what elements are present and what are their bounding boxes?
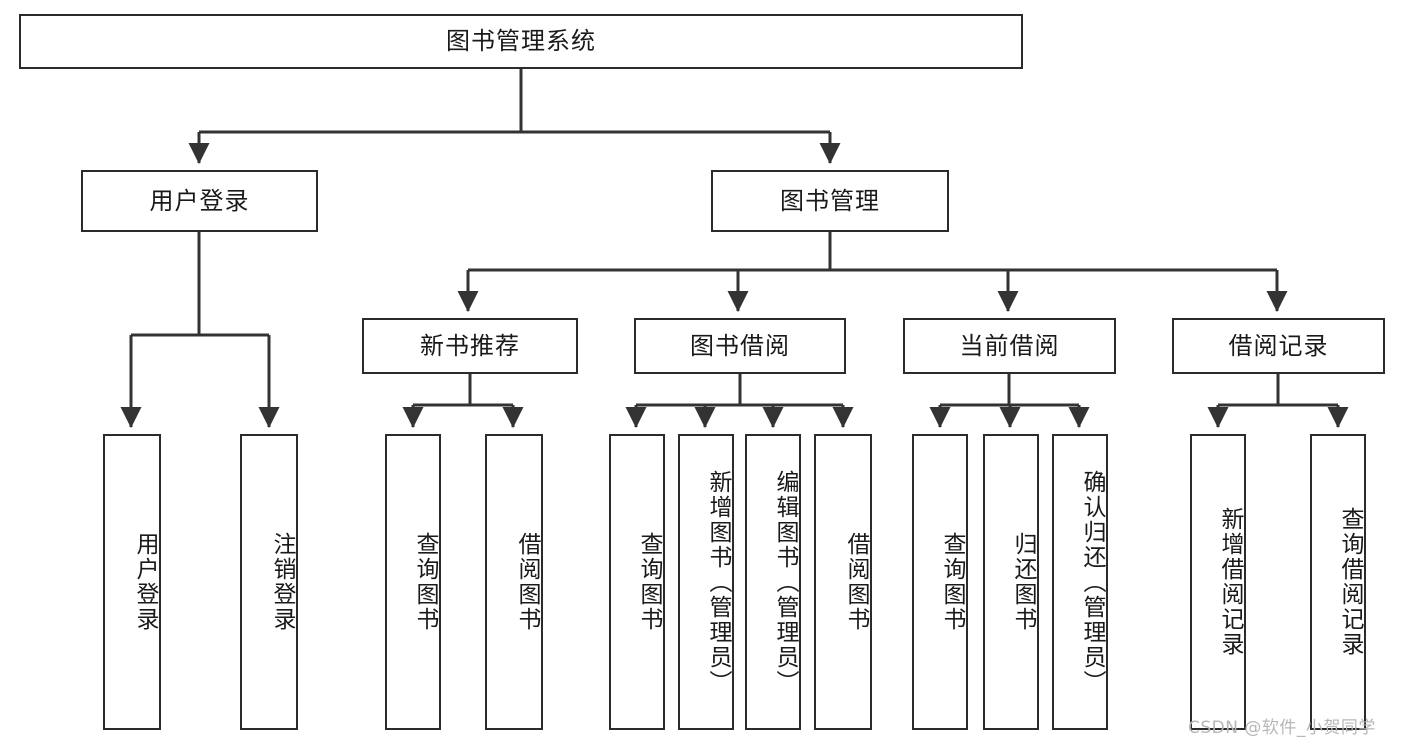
csdn-watermark: CSDN @软件_小贺同学 [1188, 718, 1376, 738]
node-borrow-record[interactable]: 借阅记录 [1172, 318, 1385, 374]
node-leaf-edit-book-label: 编辑图书（管理员） [772, 469, 798, 695]
node-leaf-return-book[interactable]: 归还图书 [983, 434, 1039, 730]
node-borrow-record-label: 借阅记录 [1228, 331, 1329, 360]
node-new-book-recommend-label: 新书推荐 [420, 331, 520, 360]
node-leaf-query-book-1-label: 查询图书 [412, 532, 438, 632]
node-leaf-return-book-label: 归还图书 [1010, 532, 1036, 632]
node-current-borrow-label: 当前借阅 [959, 331, 1060, 360]
node-book-manage-label: 图书管理 [780, 186, 880, 215]
node-user-login[interactable]: 用户登录 [81, 170, 318, 232]
node-leaf-borrow-book-1[interactable]: 借阅图书 [485, 434, 543, 730]
node-leaf-user-logout-label: 注销登录 [269, 532, 295, 632]
node-leaf-borrow-book-1-label: 借阅图书 [514, 532, 540, 632]
node-leaf-add-book[interactable]: 新增图书（管理员） [678, 434, 734, 730]
node-book-borrow-label: 图书借阅 [690, 331, 790, 360]
node-leaf-query-book-2[interactable]: 查询图书 [609, 434, 665, 730]
node-leaf-borrow-book-2-label: 借阅图书 [843, 532, 869, 632]
node-leaf-query-book-3-label: 查询图书 [939, 532, 965, 632]
node-leaf-add-record-label: 新增借阅记录 [1217, 507, 1243, 657]
node-leaf-query-book-3[interactable]: 查询图书 [912, 434, 968, 730]
node-leaf-add-book-label: 新增图书（管理员） [705, 469, 731, 695]
node-leaf-confirm-return[interactable]: 确认归还（管理员） [1052, 434, 1108, 730]
node-leaf-borrow-book-2[interactable]: 借阅图书 [814, 434, 872, 730]
node-leaf-query-book-1[interactable]: 查询图书 [385, 434, 441, 730]
node-user-login-label: 用户登录 [149, 186, 250, 215]
node-leaf-query-record-label: 查询借阅记录 [1337, 507, 1363, 657]
node-leaf-user-login-label: 用户登录 [132, 532, 158, 632]
node-current-borrow[interactable]: 当前借阅 [903, 318, 1116, 374]
node-leaf-query-record[interactable]: 查询借阅记录 [1310, 434, 1366, 730]
node-leaf-user-logout[interactable]: 注销登录 [240, 434, 298, 730]
node-leaf-edit-book[interactable]: 编辑图书（管理员） [745, 434, 801, 730]
node-book-manage[interactable]: 图书管理 [711, 170, 949, 232]
node-leaf-query-book-2-label: 查询图书 [636, 532, 662, 632]
node-leaf-confirm-return-label: 确认归还（管理员） [1079, 469, 1105, 695]
node-new-book-recommend[interactable]: 新书推荐 [362, 318, 578, 374]
node-book-borrow[interactable]: 图书借阅 [634, 318, 846, 374]
node-root-图书管理系统[interactable]: 图书管理系统 [19, 14, 1023, 69]
node-leaf-user-login[interactable]: 用户登录 [103, 434, 161, 730]
node-leaf-add-record[interactable]: 新增借阅记录 [1190, 434, 1246, 730]
node-root-图书管理系统-label: 图书管理系统 [446, 27, 596, 56]
